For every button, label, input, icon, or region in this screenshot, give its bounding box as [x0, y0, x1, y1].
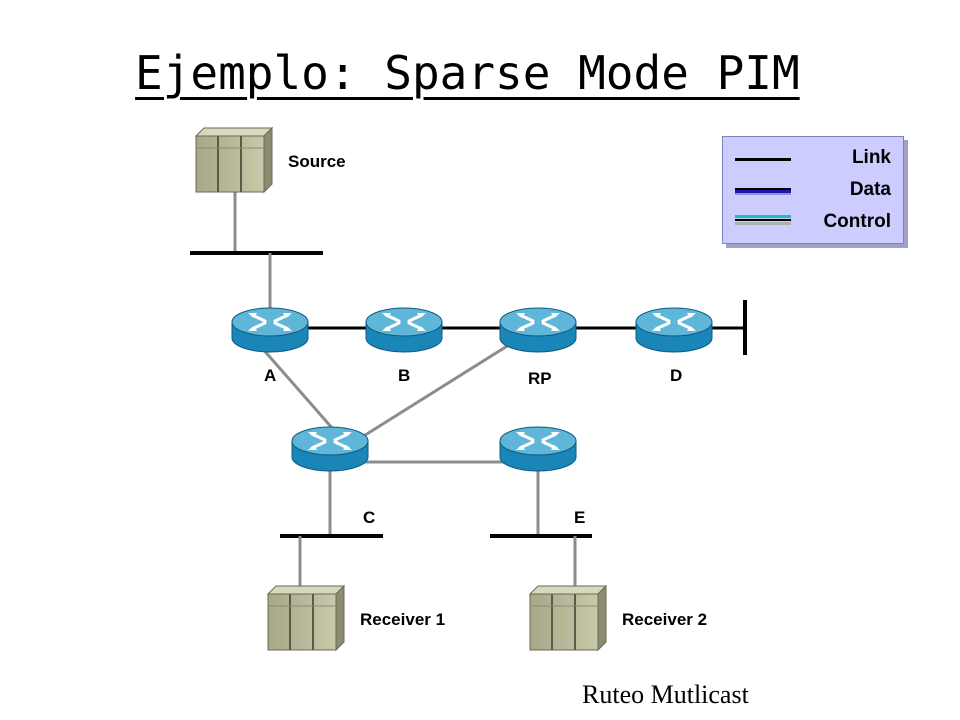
server-receiver2: [528, 584, 608, 652]
legend-label-control: Control: [823, 211, 891, 232]
legend-row-link: Link: [723, 143, 903, 173]
links: [190, 190, 747, 590]
label-router-rp: RP: [528, 369, 552, 388]
legend-label-data: Data: [849, 179, 891, 200]
router-b-icon: [364, 306, 444, 354]
link-rp-c: [361, 341, 513, 439]
router-c-icon: [290, 425, 370, 473]
legend-row-control: Control: [723, 207, 903, 237]
label-source: Source: [288, 152, 346, 171]
legend-swatch-control: [735, 215, 791, 218]
server-receiver1: [266, 584, 346, 652]
server-source: [194, 126, 274, 194]
label-router-e: E: [574, 508, 586, 527]
label-receiver2: Receiver 2: [622, 610, 708, 629]
label-router-c: C: [363, 508, 376, 527]
link-a-c: [260, 347, 342, 438]
slide-title: Ejemplo: Sparse Mode PIM: [135, 46, 800, 100]
legend-swatch-data: [735, 190, 791, 193]
legend-swatch-link: [735, 158, 791, 161]
label-router-a: A: [264, 366, 277, 385]
router-e-icon: [498, 425, 578, 473]
router-d-icon: [634, 306, 714, 354]
router-a-icon: [230, 306, 310, 354]
label-router-d: D: [670, 366, 683, 385]
footer-text: Ruteo Mutlicast: [582, 680, 749, 709]
legend-label-link: Link: [851, 147, 891, 168]
label-receiver1: Receiver 1: [360, 610, 446, 629]
router-rp-icon: [498, 306, 578, 354]
legend-row-data: [723, 175, 903, 205]
label-router-b: B: [398, 366, 411, 385]
legend-box: Link Data Control: [722, 136, 904, 244]
